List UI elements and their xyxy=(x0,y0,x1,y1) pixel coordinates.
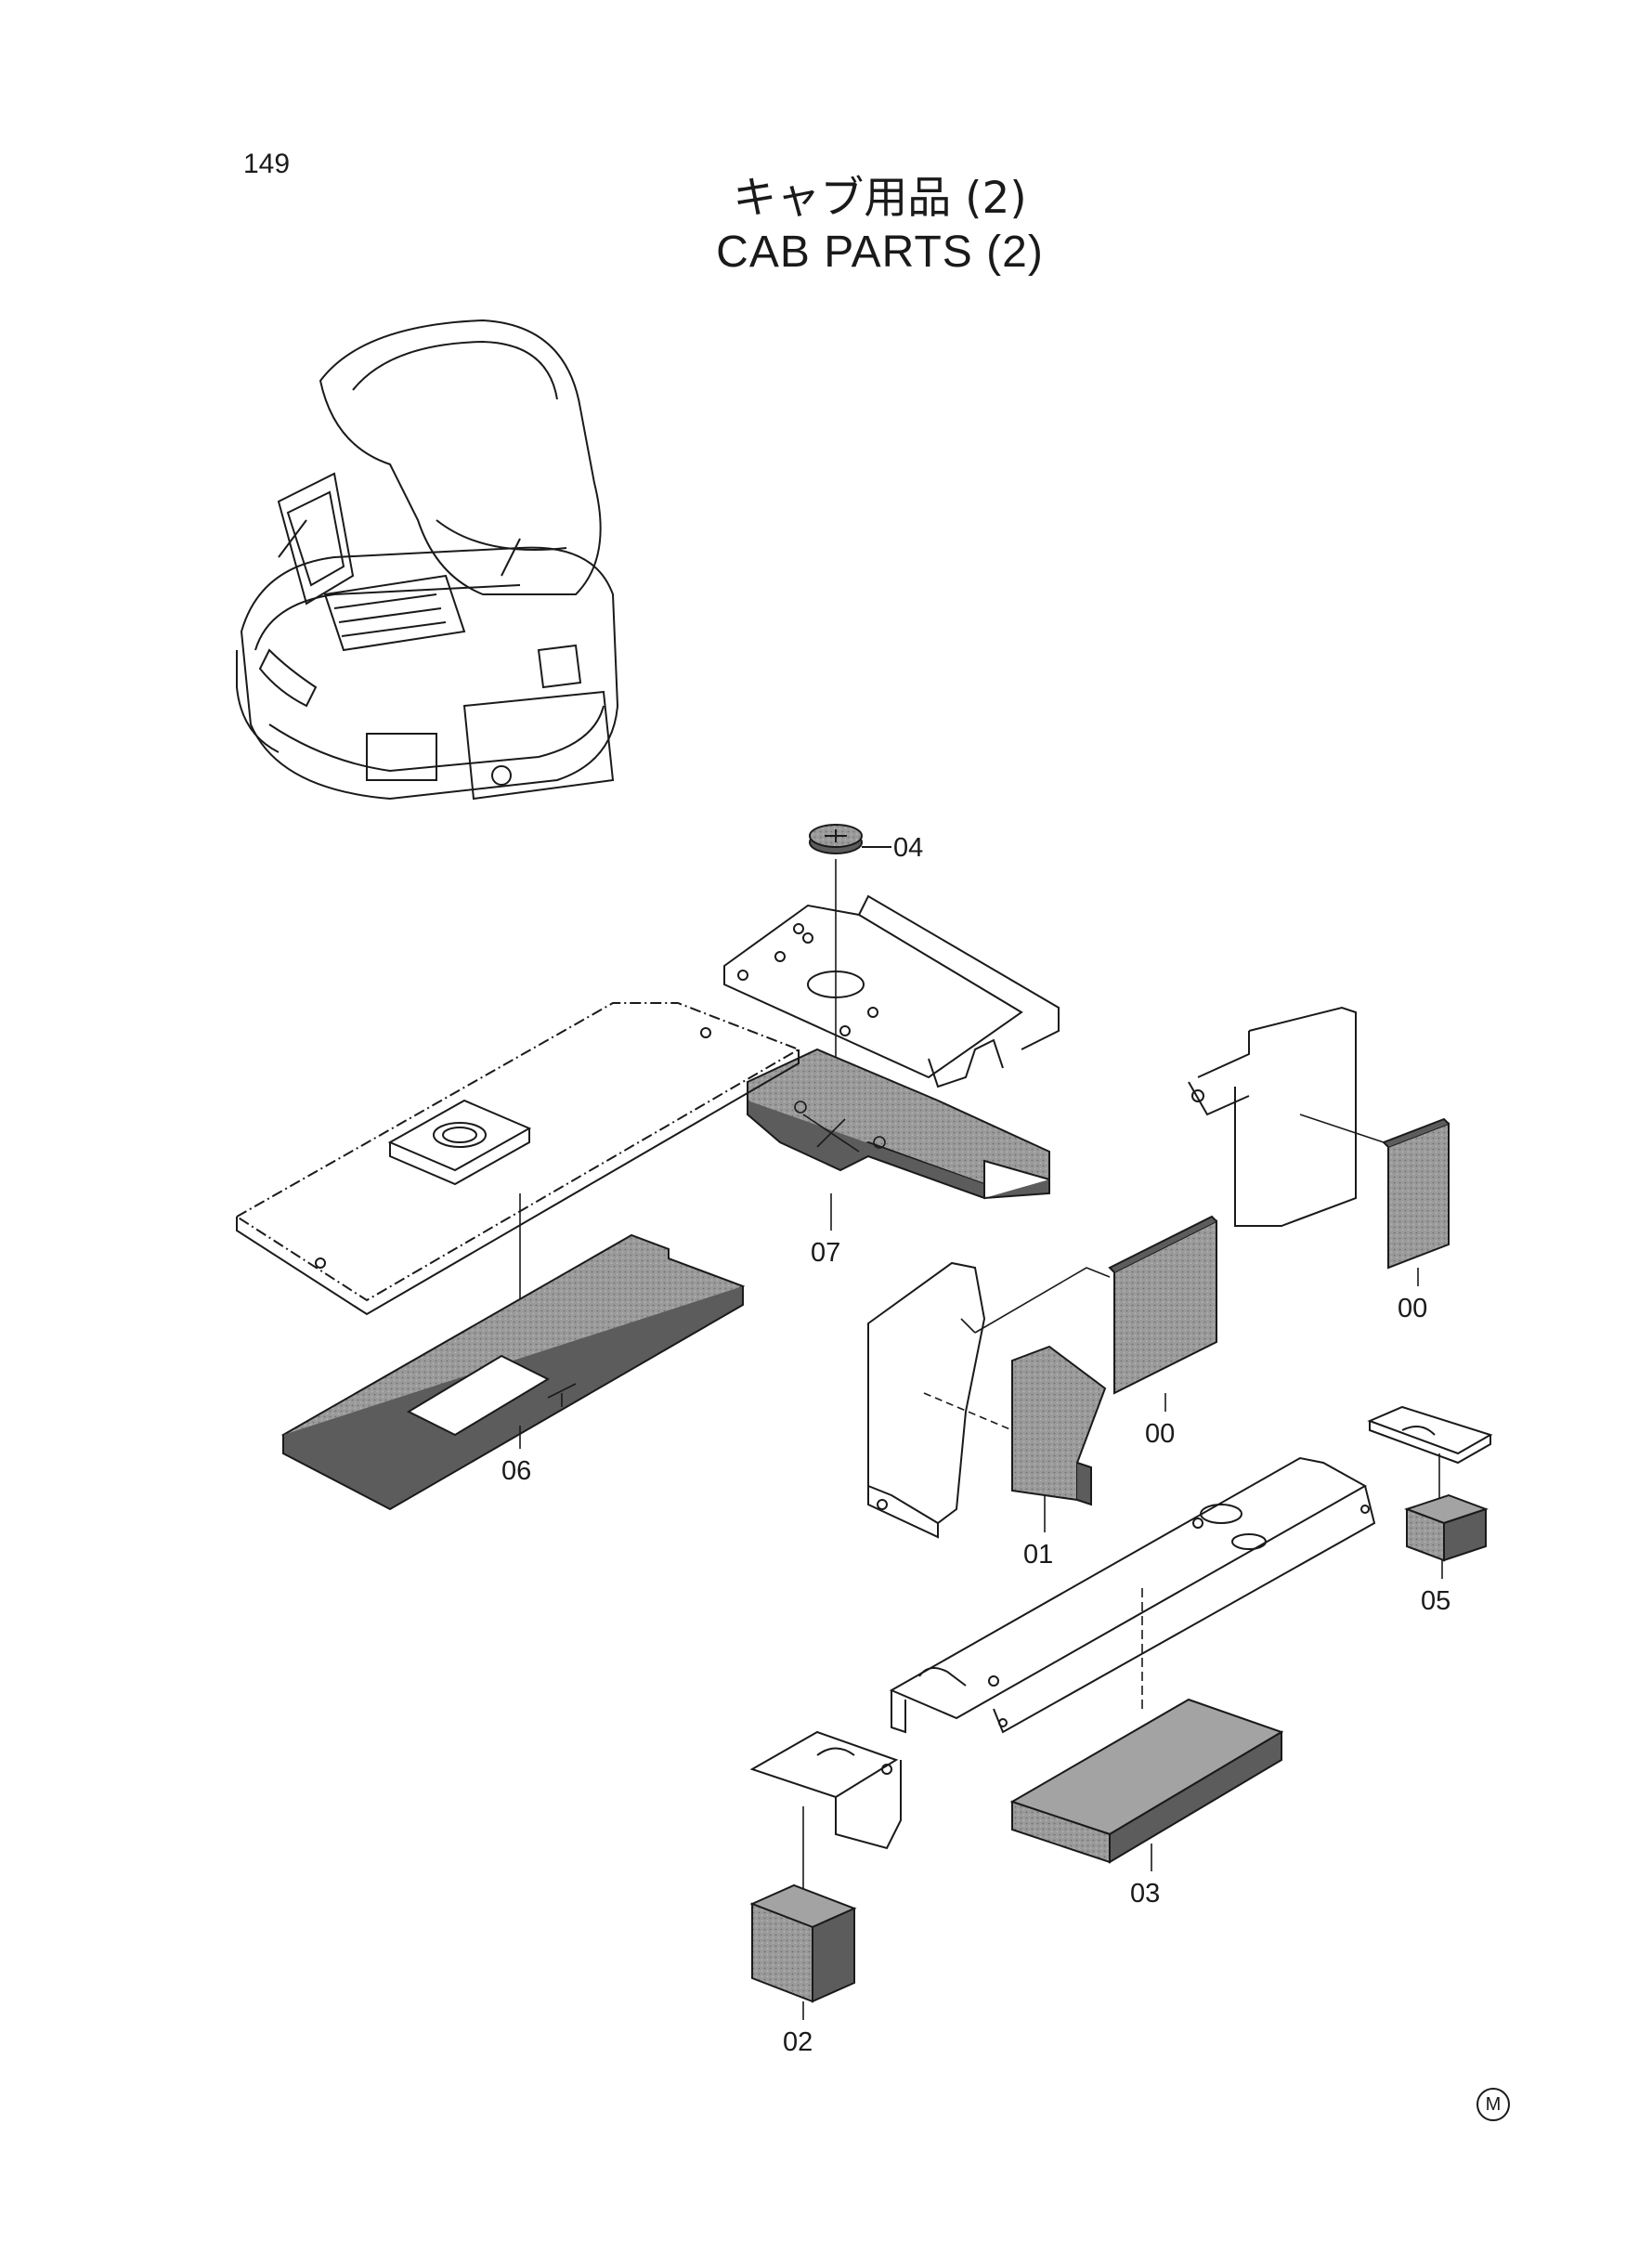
part-00-middle-foam xyxy=(1108,1215,1217,1412)
circled-m-mark: M xyxy=(1476,2088,1510,2121)
callout-03: 03 xyxy=(1130,1879,1160,1909)
callout-06: 06 xyxy=(501,1456,531,1486)
part-05-block xyxy=(1404,1493,1489,1579)
callout-02: 02 xyxy=(783,2027,813,2057)
callout-00-right: 00 xyxy=(1398,1294,1427,1323)
callout-04: 04 xyxy=(893,833,923,863)
part-07-foam xyxy=(747,1048,1050,1231)
title-block: キャブ用品 (2) CAB PARTS (2) xyxy=(0,172,1652,280)
callout-00-middle: 00 xyxy=(1145,1419,1175,1449)
part-06-floor-foam xyxy=(280,1233,746,1511)
callout-01: 01 xyxy=(1023,1540,1053,1570)
small-bracket-02 xyxy=(749,1730,902,1899)
title-english: CAB PARTS (2) xyxy=(716,228,1044,277)
callout-05: 05 xyxy=(1421,1586,1450,1616)
part-01-wedge-foam xyxy=(1011,1345,1107,1532)
cab-overview-illustration xyxy=(236,319,619,801)
middle-bracket xyxy=(867,1261,1111,1539)
floor-plate xyxy=(235,1002,801,1328)
page-number: 149 xyxy=(243,149,291,179)
lower-rail xyxy=(889,1456,1376,1734)
small-bracket-05 xyxy=(1367,1405,1493,1500)
part-03-foam-bar xyxy=(1009,1698,1284,1871)
part-04-round-cap xyxy=(809,824,891,1068)
part-00-right-foam xyxy=(1382,1117,1450,1286)
title-japanese: キャブ用品 (2) xyxy=(733,173,1027,224)
part-02-block xyxy=(749,1883,857,2020)
right-bracket xyxy=(1188,1006,1385,1227)
upper-mount-plate xyxy=(723,894,1060,1088)
callout-07: 07 xyxy=(811,1238,840,1268)
